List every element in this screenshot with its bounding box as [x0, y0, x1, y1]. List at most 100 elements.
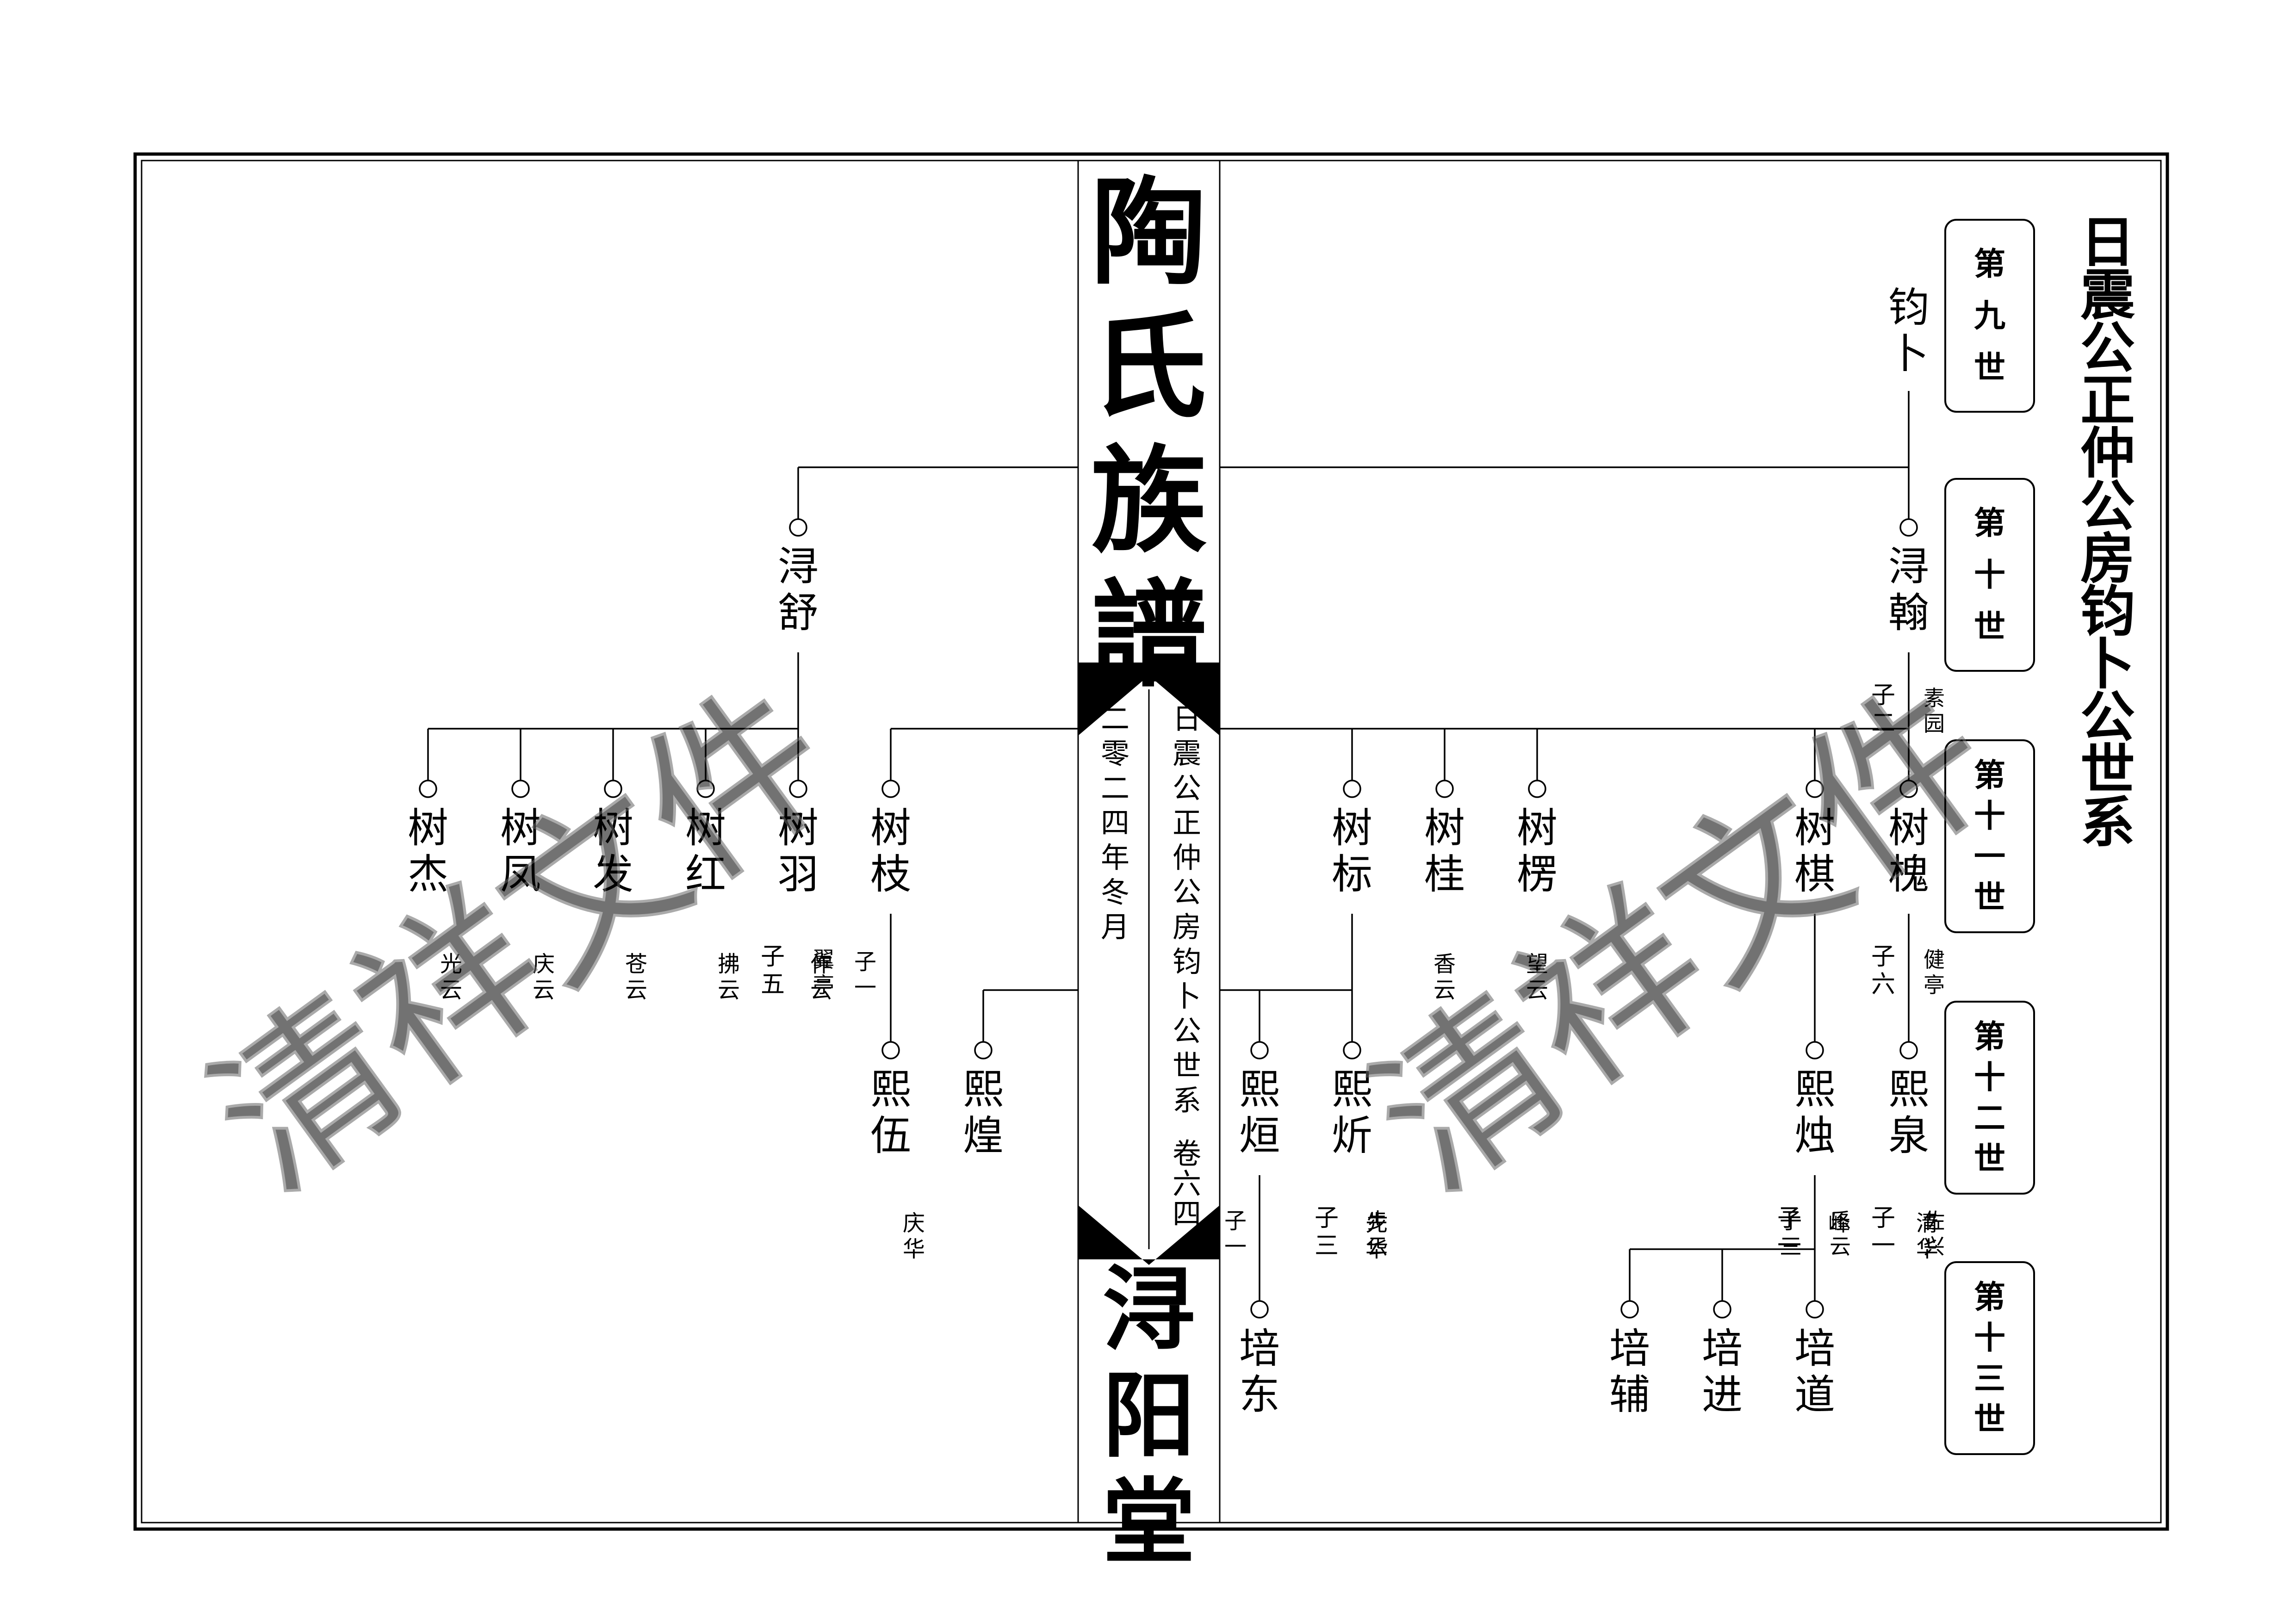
page-title-char-3: 正	[2080, 368, 2135, 433]
node-xunhan	[1899, 518, 1918, 537]
center-banner	[1077, 161, 1221, 1523]
banner-subtitle-char-4: 仲	[1173, 841, 1201, 874]
generation-badge-12	[1944, 1001, 2035, 1195]
name-peijin-char-1: 进	[1702, 1371, 1743, 1419]
note-fuyun-char-0: 拂	[718, 951, 740, 977]
name-shubiao-char-0: 树	[1332, 804, 1372, 852]
name-shufa-char-1: 发	[593, 850, 633, 898]
sons-shuhuai-char-0: 子	[1871, 943, 1895, 971]
name-xiquan-char-0: 熙	[1888, 1065, 1929, 1113]
name-shuhong-char-0: 树	[685, 804, 726, 852]
tree-texts: 日震公正仲公房钧卜公世系第九世第十世第十一世第十二世第十三世陶氏族譜浔阳堂日震公…	[408, 164, 2135, 1577]
banner-date-char-1: 零	[1101, 737, 1129, 770]
hall-name-char-2: 堂	[1103, 1468, 1195, 1577]
name-shuhuai-char-1: 槐	[1888, 850, 1929, 898]
banner-subtitle-char-3: 正	[1173, 806, 1201, 840]
style-xizhu-char-1: 云	[1830, 1234, 1851, 1259]
page-title-char-4: 仲	[2080, 421, 2135, 485]
page-title-char-7: 钧	[2080, 579, 2135, 644]
tree-lines	[427, 391, 1910, 1301]
name-xizhu-char-0: 熙	[1794, 1065, 1835, 1113]
banner-subtitle-char-11: 系	[1173, 1084, 1201, 1117]
volume-label-char-0: 卷	[1173, 1137, 1201, 1171]
banner-fish-tail-top	[1078, 663, 1220, 736]
node-xixin	[1343, 1041, 1361, 1059]
generation-label-13-char-3: 世	[1974, 1401, 2005, 1438]
name-peifu-char-0: 培	[1609, 1325, 1650, 1372]
name-peidao-char-0: 培	[1794, 1325, 1835, 1372]
inner-frame	[141, 160, 2162, 1524]
node-shuyu	[789, 780, 807, 798]
note-cangyun-char-1: 云	[625, 977, 647, 1003]
note-xiangyun-char-0: 香	[1433, 951, 1456, 977]
name-shuyu-char-1: 羽	[778, 850, 819, 898]
generation-label-11-char-0: 第	[1974, 757, 2005, 794]
note-qinghua-1-char-1: 华	[1916, 1236, 1938, 1262]
banner-subtitle-char-2: 公	[1173, 771, 1201, 805]
sons-shuhuai-char-1: 六	[1871, 971, 1895, 998]
banner-subtitle-char-8: 卜	[1173, 979, 1201, 1013]
banner-subtitle-char-7: 钧	[1173, 945, 1201, 979]
node-xiquan	[1899, 1041, 1918, 1059]
name-shujie-char-0: 树	[408, 804, 448, 852]
node-xixuan	[1250, 1041, 1269, 1059]
book-title-char-3: 譜	[1091, 567, 1207, 703]
page-title-char-0: 日	[2080, 210, 2135, 274]
generation-label-11-char-2: 一	[1974, 838, 2005, 875]
note-qinghua-2-char-1: 华	[903, 1236, 925, 1262]
note-sons-one-b-char-0: 子	[854, 949, 876, 975]
node-shufeng	[511, 780, 530, 798]
name-xunhan-char-0: 浔	[1888, 543, 1929, 590]
node-shuhong	[696, 780, 715, 798]
name-xihuang-char-0: 熙	[963, 1065, 1004, 1113]
note-qingyun-char-0: 庆	[533, 951, 555, 977]
style-shuyu-char-1: 亭	[813, 973, 834, 997]
banner-fish-tail-bottom	[1078, 1205, 1220, 1265]
generation-label-12-char-3: 世	[1974, 1140, 2005, 1177]
style-xizhu-char-0: 乐	[1830, 1208, 1851, 1233]
name-xunhan-char-1: 翰	[1888, 589, 1929, 637]
page-title-char-2: 公	[2080, 316, 2135, 380]
note-sons-one-char-0: 子	[1224, 1208, 1247, 1234]
name-shuzhi-char-0: 树	[870, 804, 911, 852]
generation-label-12-char-2: 二	[1974, 1100, 2005, 1137]
style-xixin-char-1: 云	[1367, 1234, 1388, 1259]
banner-date-char-3: 四	[1101, 806, 1129, 840]
page-title-char-11: 系	[2080, 790, 2135, 855]
name-shuzhi-char-1: 枝	[870, 850, 911, 898]
note-guangyun-char-1: 云	[440, 977, 462, 1003]
banner-date-char-2: 二	[1101, 771, 1129, 805]
node-shuqi	[1806, 780, 1824, 798]
note-xiangyun-char-1: 云	[1433, 977, 1456, 1003]
name-shufeng-char-0: 树	[500, 804, 541, 852]
tree-nodes	[419, 219, 2035, 1455]
generation-badge-11	[1944, 739, 2035, 933]
sons-shuyu-char-1: 五	[761, 971, 785, 998]
hall-name-char-0: 浔	[1103, 1255, 1195, 1364]
style-xunhan-char-1: 园	[1924, 711, 1945, 736]
node-shubiao	[1343, 780, 1361, 798]
name-xiwu-char-1: 伍	[870, 1112, 911, 1159]
sons-xixin-char-0: 子	[1315, 1204, 1339, 1232]
note-qinghua-1-char-0: 清	[1916, 1210, 1938, 1236]
generation-label-9-char-2: 世	[1974, 349, 2005, 386]
name-xizhu-char-1: 烛	[1794, 1112, 1835, 1159]
note-guangyun-char-0: 光	[440, 951, 462, 977]
note-cangyun-char-0: 苍	[625, 951, 647, 977]
volume-label-char-1: 六	[1173, 1167, 1201, 1201]
node-shugui	[1435, 780, 1454, 798]
banner-subtitle-char-0: 日	[1173, 702, 1201, 736]
node-shuhuai	[1899, 780, 1918, 798]
banner-date-char-4: 年	[1101, 841, 1129, 874]
sons-xunhan-char-0: 子	[1871, 681, 1895, 709]
note-xianhua-char-0: 先	[1365, 1210, 1388, 1236]
name-peidong-char-1: 东	[1239, 1371, 1280, 1419]
note-xianhua-char-1: 华	[1365, 1236, 1388, 1262]
sons-xixin-char-1: 三	[1315, 1232, 1339, 1260]
node-xizhu	[1806, 1041, 1824, 1059]
name-peidong-char-0: 培	[1239, 1325, 1280, 1372]
banner-date-char-5: 冬	[1101, 875, 1129, 909]
name-xunshu-char-1: 舒	[778, 589, 819, 637]
node-peijin	[1713, 1300, 1731, 1319]
sons-xizhu-char-0: 子	[1777, 1204, 1801, 1232]
